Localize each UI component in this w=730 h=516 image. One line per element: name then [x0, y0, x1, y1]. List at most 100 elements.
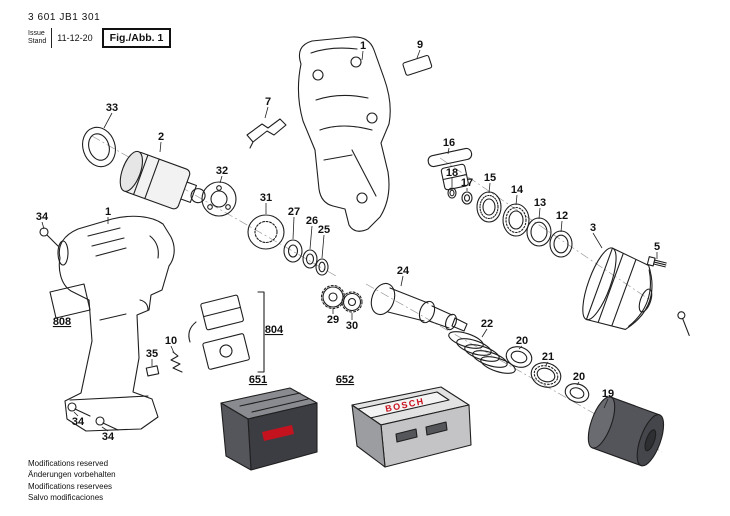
o-ring-part [315, 258, 329, 276]
part-callout-808: 808 [53, 316, 71, 328]
note-line-de: Änderungen vorbehalten [28, 470, 116, 480]
part-callout-7: 7 [265, 96, 271, 108]
note-line-fr: Modifications reservees [28, 481, 113, 491]
note-line-es: Salvo modificaciones [28, 493, 104, 503]
bearing-part [502, 203, 530, 237]
part-callout-652: 652 [336, 374, 354, 386]
callout-leader-15 [488, 182, 491, 194]
figure-number-box: Fig./Abb. 1 [101, 28, 172, 48]
callout-leader-14 [515, 194, 518, 206]
screw-part [646, 256, 667, 268]
screw-part [677, 311, 690, 336]
callout-leader-13 [538, 207, 541, 220]
hammer-part [587, 396, 665, 467]
gear-part [341, 291, 363, 313]
screw-part [95, 416, 119, 431]
title-block: 3 601 JB1 301 Issue Stand 11-12-20 Fig./… [28, 12, 172, 48]
spring-contact-part [170, 351, 183, 373]
part-callout-16: 16 [443, 137, 455, 149]
part-callout-13: 13 [534, 197, 546, 209]
bearing-part [476, 191, 502, 223]
o-ring-part [447, 187, 457, 199]
part-callout-804: 804 [265, 324, 284, 336]
issue-labels: Issue Stand [28, 28, 53, 48]
callout-leader-9 [416, 49, 421, 59]
gear-part [320, 284, 346, 310]
callout-leader-21 [545, 361, 549, 366]
switch-assembly-part [188, 291, 265, 373]
part-callout-2: 2 [158, 131, 164, 143]
part-callout-24: 24 [397, 265, 410, 277]
issue-date: 11-12-20 [57, 33, 93, 43]
part-callout-19: 19 [602, 388, 614, 400]
note-line-en: Modifications reserved [28, 458, 109, 468]
front-housing-part [582, 247, 653, 330]
callout-leader-10 [170, 345, 175, 354]
modification-notes: Modifications reserved Änderungen vorbeh… [28, 458, 116, 504]
callout-leader-25 [321, 234, 325, 259]
callout-leader-20 [518, 345, 523, 350]
part-callout-34: 34 [36, 211, 49, 223]
callout-leader-2 [159, 141, 162, 153]
label-plate-part [402, 54, 433, 76]
bearing-plate-part [201, 181, 237, 217]
charger-part [351, 386, 472, 468]
battery-pack-part [220, 387, 318, 471]
issue-label-en: Issue [28, 29, 45, 37]
part-callout-22: 22 [481, 318, 493, 330]
callout-leader-3 [592, 232, 603, 249]
part-callout-31: 31 [260, 192, 272, 204]
document-number: 3 601 JB1 301 [28, 12, 101, 23]
part-callout-5: 5 [654, 241, 660, 253]
part-callout-32: 32 [216, 165, 228, 177]
callout-leader-34 [41, 221, 45, 230]
callout-leader-33 [103, 112, 113, 129]
screw-part [67, 402, 91, 417]
issue-label-de: Stand [28, 38, 47, 45]
part-callout-29: 29 [327, 314, 339, 326]
screw-part [39, 227, 59, 247]
spindle-part [370, 282, 468, 332]
callout-leader-27 [292, 216, 295, 240]
seal-ring-part [82, 126, 116, 168]
issue-row: Issue Stand 11-12-20 Fig./Abb. 1 [28, 28, 172, 48]
part-callout-30: 30 [346, 320, 358, 332]
washer-part [302, 249, 318, 269]
callout-leader-26 [309, 225, 313, 250]
callout-leader-32 [219, 175, 223, 184]
washer-part [461, 191, 473, 205]
callout-leader-24 [400, 275, 404, 287]
part-callout-17: 17 [461, 177, 473, 189]
spec-label-part [49, 283, 91, 319]
part-callout-33: 33 [106, 102, 118, 114]
part-callout-34: 34 [72, 416, 85, 428]
callout-leader-7 [264, 106, 269, 119]
callout-leader-34 [73, 411, 79, 417]
part-callout-26: 26 [306, 215, 318, 227]
small-part [145, 365, 160, 377]
part-callout-18: 18 [446, 167, 458, 179]
motor-part [119, 150, 206, 210]
bearing-ring-part [530, 362, 562, 388]
part-callout-14: 14 [511, 184, 524, 196]
ring-part [526, 217, 552, 247]
part-callout-3: 3 [590, 222, 596, 234]
callout-leader-12 [560, 220, 563, 233]
part-callout-25: 25 [318, 224, 330, 236]
ring-part [549, 230, 573, 258]
part-callout-20: 20 [573, 371, 585, 383]
callout-leader-1 [361, 50, 364, 61]
part-callout-10: 10 [165, 335, 177, 347]
part-callout-12: 12 [556, 210, 568, 222]
washer-part [283, 239, 303, 263]
pin-shaft-part [427, 147, 473, 191]
part-callout-20: 20 [516, 335, 528, 347]
callout-leader-19 [603, 398, 609, 409]
callout-leader-34 [101, 426, 109, 432]
part-callout-35: 35 [146, 348, 158, 360]
callout-leader-22 [481, 328, 488, 338]
part-callout-34: 34 [102, 431, 115, 443]
part-callout-1: 1 [105, 206, 111, 218]
